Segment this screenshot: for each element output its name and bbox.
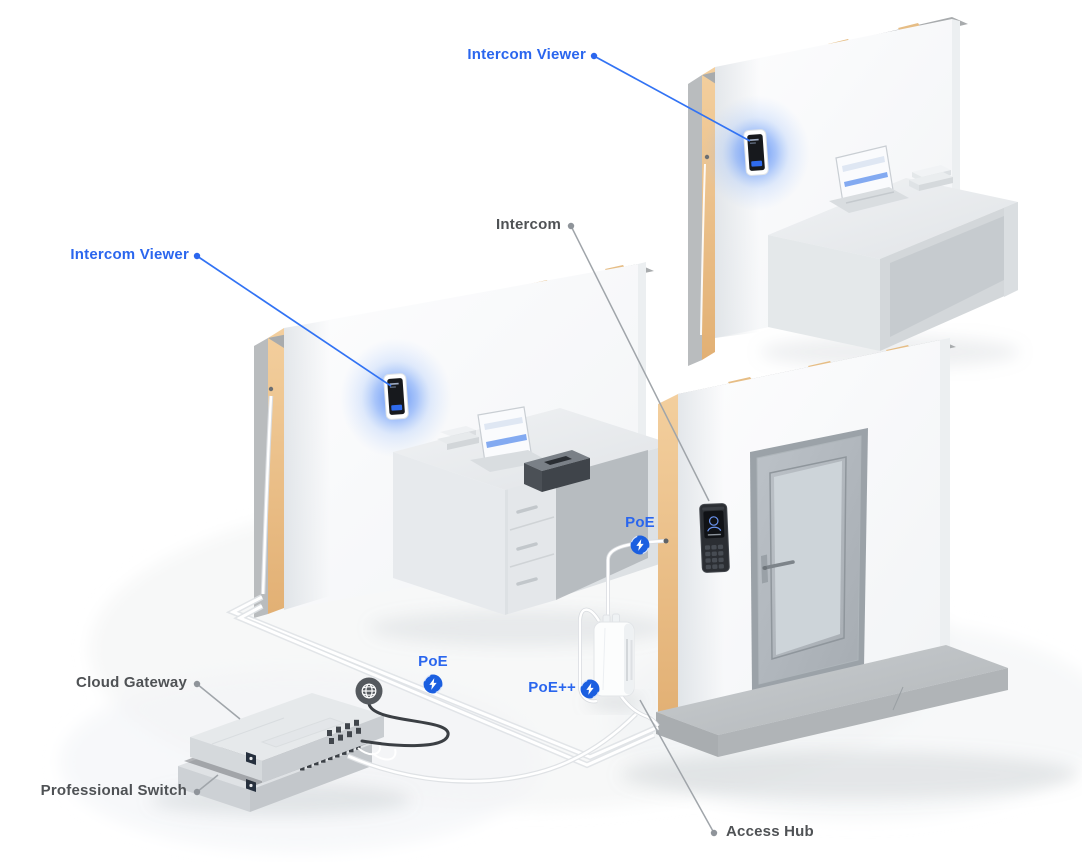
label-access-hub: Access Hub bbox=[726, 823, 814, 840]
hub-cables bbox=[578, 539, 665, 728]
leader-lines bbox=[193, 52, 751, 837]
cable-entry-dot bbox=[268, 386, 274, 392]
wall-wood-edge bbox=[268, 328, 284, 614]
wall-cable bbox=[261, 395, 273, 595]
laptop bbox=[829, 145, 909, 213]
network-stack bbox=[150, 677, 638, 816]
wall-side-edge bbox=[688, 75, 702, 366]
desk bbox=[768, 178, 1018, 351]
label-intercom: Intercom bbox=[496, 216, 561, 233]
intercom-viewer-device bbox=[743, 129, 769, 176]
desk-device bbox=[524, 450, 590, 492]
cable-entry-dot bbox=[663, 538, 669, 544]
books bbox=[437, 426, 479, 450]
internet-cable bbox=[360, 702, 450, 748]
desk-drawers bbox=[508, 476, 556, 614]
cloud-gateway-device bbox=[190, 693, 384, 783]
door-handle bbox=[761, 554, 795, 584]
entrance-scene bbox=[620, 338, 1080, 799]
upper-room-scene bbox=[688, 17, 1020, 368]
laptop bbox=[470, 406, 548, 472]
left-room-scene bbox=[254, 262, 672, 646]
switch-to-hub-cable bbox=[347, 713, 637, 783]
internet-globe-icon bbox=[355, 677, 383, 705]
wall-wood-edge bbox=[658, 394, 678, 718]
door bbox=[750, 428, 868, 692]
concrete-step bbox=[656, 645, 1008, 757]
label-poe-floor: PoE bbox=[418, 653, 448, 670]
poe-lightning-badge bbox=[422, 673, 444, 695]
access-hub-device bbox=[578, 539, 665, 728]
poe-lightning-badge bbox=[629, 534, 651, 556]
books bbox=[909, 165, 953, 191]
label-intercom-viewer-left: Intercom Viewer bbox=[70, 246, 189, 263]
floor-cabling bbox=[225, 594, 660, 769]
label-poe-plus-plus: PoE++ bbox=[528, 679, 576, 696]
label-cloud-gateway: Cloud Gateway bbox=[76, 674, 187, 691]
cable-entry-dot bbox=[704, 154, 710, 160]
poe-lightning-badge bbox=[579, 678, 601, 700]
keypad bbox=[704, 544, 724, 570]
label-poe-desk: PoE bbox=[625, 514, 655, 531]
gateway-ports bbox=[327, 719, 361, 744]
intercom-viewer-device bbox=[383, 373, 409, 420]
label-professional-switch: Professional Switch bbox=[40, 782, 187, 799]
intercom-device bbox=[699, 503, 730, 573]
label-intercom-viewer-top: Intercom Viewer bbox=[467, 46, 586, 63]
